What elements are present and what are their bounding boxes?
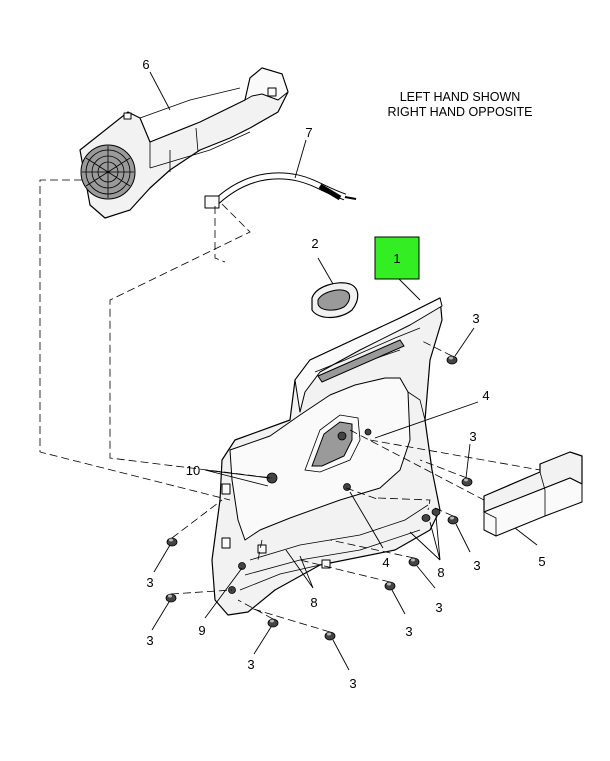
orientation-note-line-2: RIGHT HAND OPPOSITE <box>387 105 533 119</box>
callout-2[interactable]: 2 <box>311 236 318 251</box>
nut-3b <box>461 477 473 487</box>
nut-3d <box>447 515 459 525</box>
nut-3a <box>446 355 458 365</box>
callout-6[interactable]: 6 <box>142 57 149 72</box>
callout-4[interactable]: 4 <box>382 555 389 570</box>
callout-3[interactable]: 3 <box>469 429 476 444</box>
callout-7[interactable]: 7 <box>305 125 312 140</box>
leader-lines <box>149 71 538 671</box>
clip-8b <box>421 514 431 522</box>
part-6-speaker-housing <box>79 67 289 219</box>
callout-3[interactable]: 3 <box>146 633 153 648</box>
assembly-dashed-lines <box>39 179 541 633</box>
nut-3e <box>408 557 420 567</box>
nut-3f <box>384 581 396 591</box>
orientation-note-line-1: LEFT HAND SHOWN <box>399 90 521 104</box>
callout-3[interactable]: 3 <box>405 624 412 639</box>
callout-labels: 6 7 1 2 3 4 3 10 5 3 4 8 3 3 3 8 3 9 3 3 <box>142 57 545 691</box>
callout-3[interactable]: 3 <box>349 676 356 691</box>
callout-9[interactable]: 9 <box>198 623 205 638</box>
nut-3h <box>267 618 279 628</box>
orientation-note: LEFT HAND SHOWN RIGHT HAND OPPOSITE <box>360 90 560 120</box>
part-5-foam-block <box>483 451 583 537</box>
callout-3[interactable]: 3 <box>435 600 442 615</box>
nut-3g <box>165 593 177 603</box>
callout-3[interactable]: 3 <box>146 575 153 590</box>
callout-3[interactable]: 3 <box>473 558 480 573</box>
fastener-nuts <box>165 355 473 641</box>
nut-3i <box>324 631 336 641</box>
callout-4[interactable]: 4 <box>482 388 489 403</box>
callout-5[interactable]: 5 <box>538 554 545 569</box>
part-1-door-trim-panel <box>211 297 443 616</box>
part-7-wiring-harness <box>204 172 357 209</box>
part-2-pull-cup <box>311 282 359 319</box>
callout-8[interactable]: 8 <box>310 595 317 610</box>
callout-1[interactable]: 1 <box>393 251 400 266</box>
item-1-highlight-box <box>374 236 420 280</box>
callout-10[interactable]: 10 <box>186 463 200 478</box>
callout-3[interactable]: 3 <box>247 657 254 672</box>
callout-8[interactable]: 8 <box>437 565 444 580</box>
nut-3c <box>166 537 178 547</box>
callout-3[interactable]: 3 <box>472 311 479 326</box>
